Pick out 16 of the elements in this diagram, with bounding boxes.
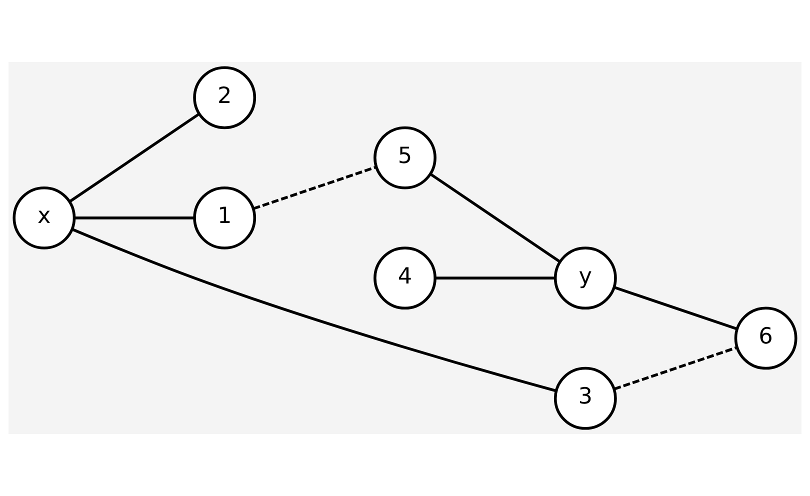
connector [72,228,556,392]
node-circle: 5 [374,126,436,190]
node-circle: 2 [193,66,256,130]
connector [74,216,194,220]
connector [252,166,376,210]
connector [435,276,556,280]
node-circle: 1 [193,186,256,250]
connector [614,346,738,390]
connector [430,172,561,263]
node-circle: 6 [734,306,798,370]
connector [614,286,738,330]
connector [68,112,200,203]
node-circle: 4 [374,246,436,310]
node-circle: y [554,246,617,310]
node-circle: 3 [554,366,617,430]
node-circle: x [12,186,76,250]
